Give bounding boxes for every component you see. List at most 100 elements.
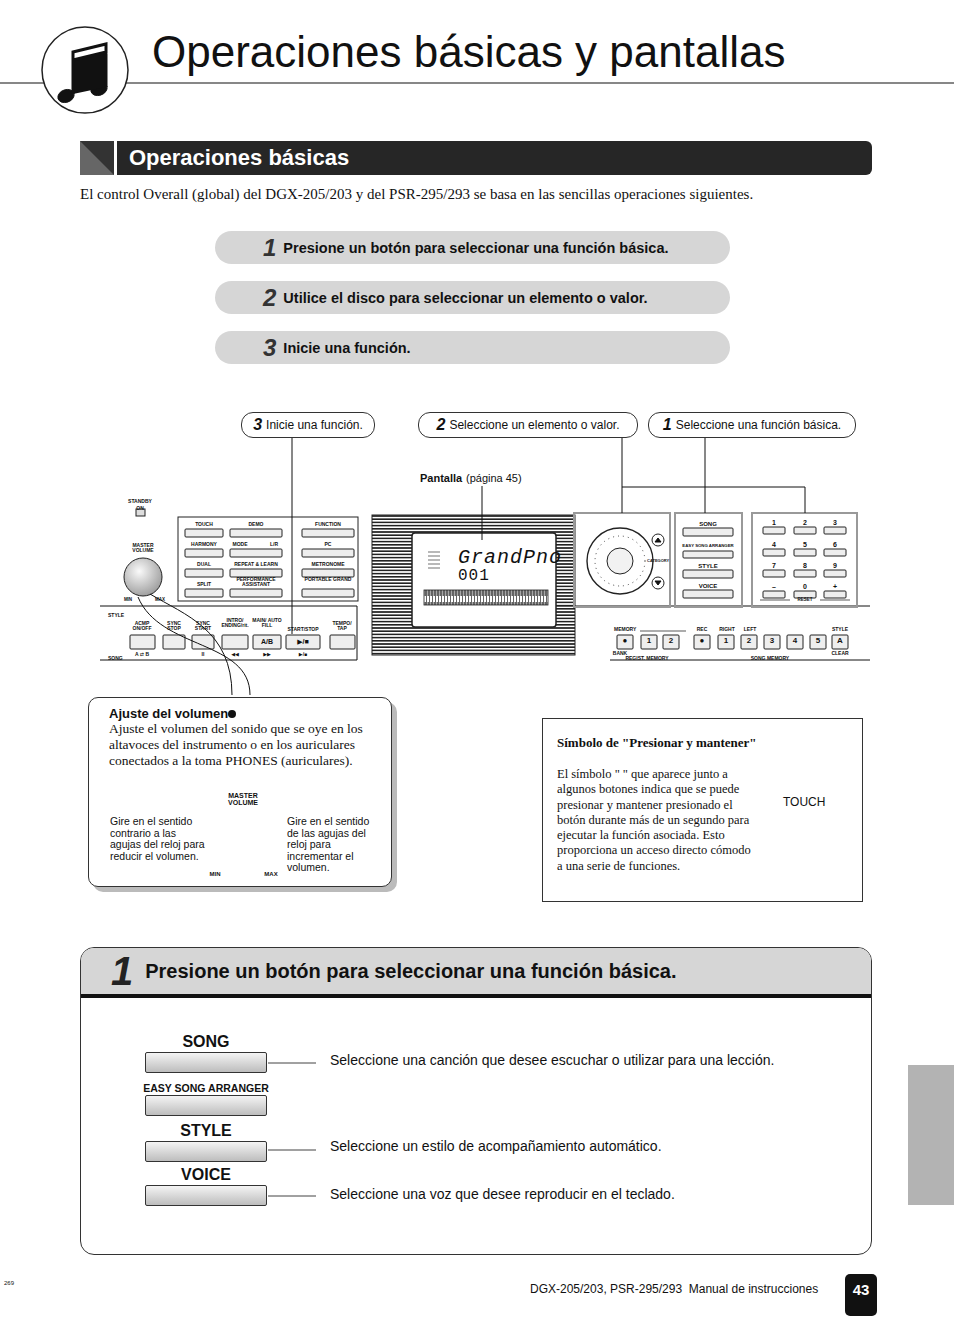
panel-label: ● [700, 637, 705, 645]
panel-label: 2 [747, 637, 751, 645]
step-band: 3Inicie una función. [215, 331, 730, 364]
panel-label: 5 [803, 541, 807, 548]
panel-outline [100, 606, 357, 660]
music-icon [42, 27, 128, 113]
panel-label: 4 [793, 637, 797, 645]
panel-button [222, 635, 248, 649]
note-label: MASTER VOLUME [222, 792, 264, 807]
node-text: EASY SONG ARRANGER [143, 1083, 269, 1094]
note-label: TOUCH [783, 796, 825, 809]
memory-button [810, 635, 826, 649]
panel-button [230, 589, 282, 597]
keypad-button [794, 549, 816, 556]
section-icon [80, 141, 114, 175]
panel-label: GrandPno [458, 547, 562, 568]
panel-label: MAIN/ AUTO FILL [252, 618, 282, 629]
keypad-button [824, 527, 846, 534]
node-heading: 3 [253, 416, 262, 434]
panel-button [683, 590, 733, 598]
panel-button [185, 589, 223, 597]
panel-label: FUNCTION [315, 522, 341, 527]
memory-button [741, 635, 757, 649]
panel-button [185, 529, 223, 537]
node-text: Inicie una función. [266, 418, 363, 432]
memory-button [694, 635, 710, 649]
note-label: Gire en el sentido contrario a las aguja… [110, 816, 205, 862]
panel-label: II [202, 652, 205, 657]
node-text: Seleccione un elemento o valor. [449, 418, 619, 432]
panel-label: RIGHT [719, 627, 735, 632]
node-heading: 2 [263, 284, 276, 312]
music-note [73, 44, 106, 94]
panel-label: A [837, 637, 843, 645]
panel-label: 2 [803, 519, 807, 526]
panel-button: EASY SONG ARRANGER [143, 1083, 269, 1119]
panel-label: STYLE [832, 627, 848, 632]
panel-label: 3 [770, 637, 774, 645]
panel-button [302, 589, 354, 597]
panel-button [253, 635, 281, 649]
data-dial [587, 528, 653, 594]
panel-label: REGIST. MEMORY [625, 656, 668, 661]
panel-button [230, 529, 282, 537]
panel-button [163, 635, 185, 649]
panel-button [302, 569, 354, 577]
screen-label: Pantalla [420, 473, 462, 485]
leader-line [268, 1063, 316, 1064]
panel-label: MODE [233, 542, 248, 547]
highlight-frame [675, 513, 742, 607]
leader-line [268, 1150, 316, 1151]
keypad-button [824, 591, 846, 598]
panel-label: PORTABLE GRAND [302, 577, 354, 582]
panel-label: MEMORY [614, 627, 636, 632]
panel-label: STYLE [698, 563, 717, 569]
data-dial [607, 548, 633, 574]
panel-label: MIN [124, 598, 132, 603]
panel-label: 1 [647, 637, 651, 645]
panel-label: MASTER VOLUME [128, 543, 158, 554]
panel-label: PC [325, 542, 332, 547]
step-band: 2Utilice el disco para seleccionar un el… [215, 281, 730, 314]
step-band: 1Presione un botón para seleccionar una … [215, 231, 730, 264]
leader-line [622, 487, 805, 488]
panel-label: RESET [797, 598, 812, 603]
side-tab [908, 1065, 954, 1205]
keypad-button [794, 527, 816, 534]
panel-label: LEFT [744, 627, 757, 632]
leader-line [705, 438, 706, 513]
panel-label: A ⇄ B [135, 652, 149, 657]
panel-label: TEMPO/ TAP [329, 621, 355, 632]
section-icon [80, 141, 114, 175]
panel-button [286, 635, 320, 649]
keypad-button [763, 570, 785, 577]
memory-button [641, 635, 657, 649]
keypad-button [763, 549, 785, 556]
panel-label: SONG [108, 656, 123, 661]
panel-label: ▶/■ [297, 638, 309, 645]
page-title: Operaciones básicas y pantallas [152, 28, 785, 76]
panel-button [683, 551, 733, 558]
panel-label: STYLE [108, 613, 124, 618]
node-text: SONG [143, 1034, 269, 1051]
memory-button [787, 635, 803, 649]
node-text: Ajuste el volumen del sonido que se oye … [109, 721, 379, 770]
keypad-button [824, 570, 846, 577]
panel-button [683, 528, 733, 536]
panel-label: VOICE [699, 583, 718, 589]
panel-label: CLEAR [831, 651, 848, 656]
footer-text: 269 [4, 1280, 14, 1286]
panel-button: VOICE [143, 1167, 269, 1207]
keypad-button [794, 591, 816, 598]
button-description: Seleccione una voz que desee reproducir … [330, 1187, 675, 1202]
panel-button [185, 549, 223, 557]
panel-label: 6 [833, 541, 837, 548]
panel-label: START/STOP [287, 627, 318, 632]
panel-label: MAX [155, 598, 165, 603]
keypad-button [763, 591, 785, 598]
panel-label: BANK [613, 651, 627, 656]
callout-box: 1Seleccione una función básica. [648, 412, 856, 438]
intro-text: El control Overall (global) del DGX-205/… [80, 186, 880, 203]
leader-line [150, 594, 232, 695]
note-label: MAX [264, 871, 277, 877]
note-label: MIN [210, 871, 221, 877]
